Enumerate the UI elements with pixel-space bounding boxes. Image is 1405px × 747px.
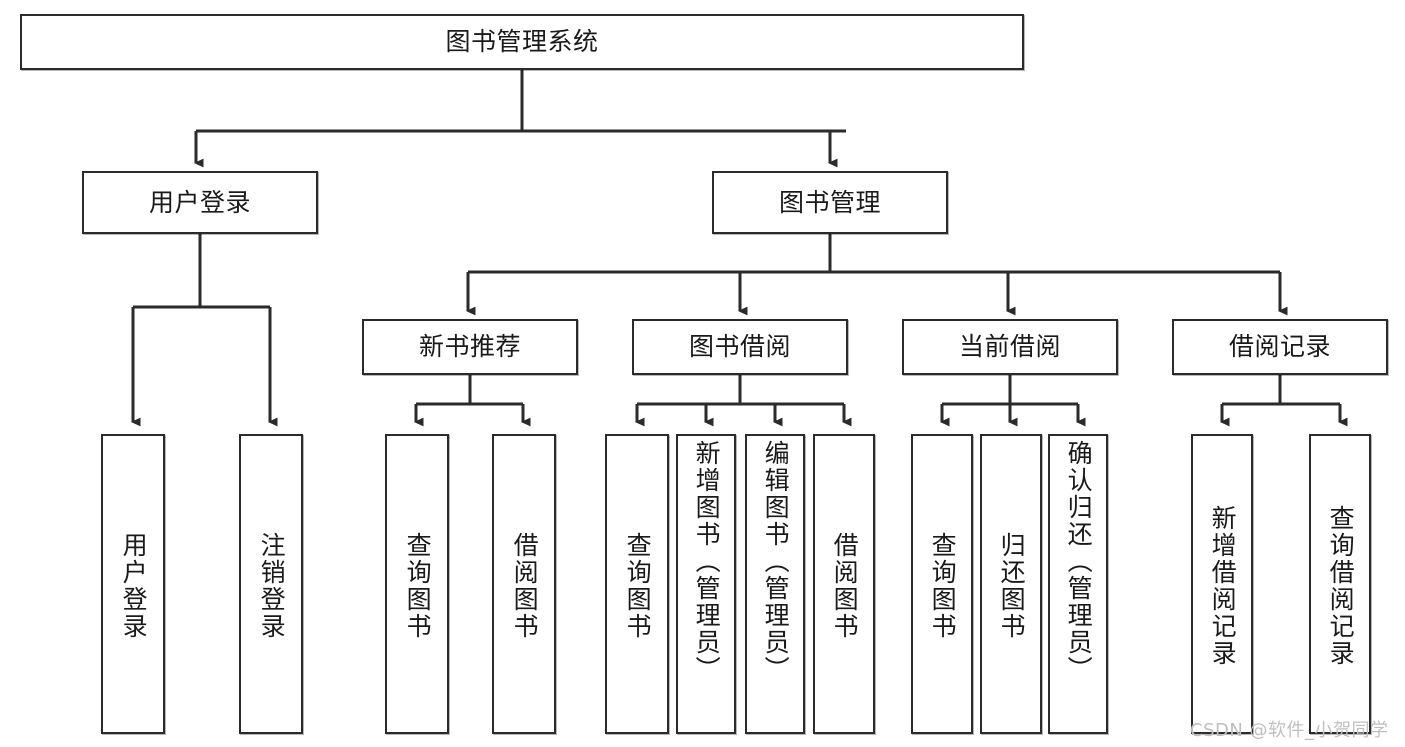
node-leaf-user-login-label: 用户登录 [119,532,149,640]
node-root[interactable]: 图书管理系统 [20,14,1024,70]
node-leaf-newbooks-borrow-label: 借阅图书 [510,532,540,640]
node-leaf-newbooks-query-label: 查询图书 [403,532,433,640]
node-current-borrow[interactable]: 当前借阅 [902,319,1118,375]
node-user-login[interactable]: 用户登录 [82,171,318,234]
node-leaf-borrowbooks-query[interactable]: 查询图书 [605,434,669,734]
node-root-label: 图书管理系统 [445,27,599,57]
node-leaf-currentborrow-query[interactable]: 查询图书 [911,434,973,734]
node-leaf-borrowrecords-add-label: 新增借阅记录 [1208,505,1238,667]
node-borrow-books[interactable]: 图书借阅 [632,319,848,375]
node-leaf-newbooks-query[interactable]: 查询图书 [385,434,449,734]
node-book-manage-label: 图书管理 [778,187,881,217]
node-leaf-newbooks-borrow[interactable]: 借阅图书 [492,434,556,734]
node-leaf-borrowrecords-query-label: 查询借阅记录 [1326,505,1356,667]
node-borrow-books-label: 图书借阅 [688,332,791,362]
node-leaf-borrowbooks-add-label: 新增图书（管理员） [692,440,722,683]
node-leaf-borrowbooks-add[interactable]: 新增图书（管理员） [676,434,736,734]
node-leaf-borrowrecords-query[interactable]: 查询借阅记录 [1309,434,1371,734]
node-borrow-records[interactable]: 借阅记录 [1172,319,1388,375]
node-borrow-records-label: 借阅记录 [1228,332,1331,362]
node-leaf-borrowbooks-edit[interactable]: 编辑图书（管理员） [745,434,805,734]
node-leaf-currentborrow-return-label: 归还图书 [997,532,1027,640]
node-leaf-currentborrow-return[interactable]: 归还图书 [980,434,1042,734]
node-leaf-currentborrow-confirm[interactable]: 确认归还（管理员） [1048,434,1108,734]
csdn-watermark: CSDN @软件_小贺同学 [1190,720,1389,741]
node-leaf-logout[interactable]: 注销登录 [239,434,303,734]
node-leaf-borrowbooks-borrow-label: 借阅图书 [830,532,860,640]
node-new-books-label: 新书推荐 [418,332,521,362]
node-leaf-currentborrow-query-label: 查询图书 [928,532,958,640]
node-current-borrow-label: 当前借阅 [958,332,1061,362]
node-leaf-borrowbooks-borrow[interactable]: 借阅图书 [813,434,875,734]
node-book-manage[interactable]: 图书管理 [712,171,948,234]
node-leaf-logout-label: 注销登录 [257,532,287,640]
node-leaf-borrowbooks-query-label: 查询图书 [623,532,653,640]
node-leaf-borrowrecords-add[interactable]: 新增借阅记录 [1191,434,1253,734]
node-leaf-currentborrow-confirm-label: 确认归还（管理员） [1064,440,1094,683]
node-new-books[interactable]: 新书推荐 [362,319,578,375]
node-leaf-borrowbooks-edit-label: 编辑图书（管理员） [761,440,791,683]
node-leaf-user-login[interactable]: 用户登录 [101,434,165,734]
node-user-login-label: 用户登录 [148,187,251,217]
